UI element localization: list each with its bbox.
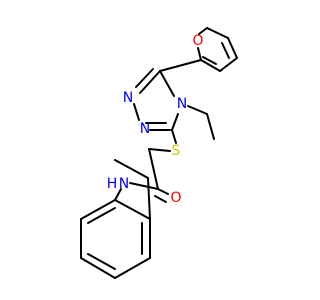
bond-c5-n1 — [139, 70, 161, 94]
bond-ch2-co — [148, 148, 159, 190]
bond-ph-4 — [80, 257, 116, 279]
bond-c-n — [129, 182, 159, 190]
atom-triazole-n2: N — [140, 121, 150, 137]
atom-amide-oxygen: O — [170, 190, 181, 206]
bond-c3-c2 — [219, 57, 238, 72]
bond-n1-n2 — [133, 103, 140, 121]
bond-c5-n1-inner — [135, 68, 154, 88]
atom-triazole-n4: N — [177, 96, 187, 112]
atom-amide-hydrogen: H — [107, 176, 118, 192]
molecule-structure: O N N N S O N H — [80, 27, 238, 279]
atom-furan-oxygen: O — [192, 33, 203, 49]
bond-s-ch2 — [148, 148, 171, 152]
bond-o-c5 — [198, 27, 208, 35]
furan-ring — [197, 27, 238, 72]
bond-ph-1 — [114, 199, 151, 220]
bond-ph-6 — [80, 199, 116, 220]
phenyl-ring — [80, 199, 151, 279]
bond-n4-c5 — [159, 70, 175, 97]
bond-c4-c3 — [227, 37, 238, 59]
bond-c1-o — [197, 47, 202, 61]
bond-n-phenyl — [114, 188, 122, 201]
bond-c3-s — [171, 129, 177, 144]
bond-n4-ethyl — [187, 105, 208, 115]
bond-ph-3 — [114, 257, 151, 279]
bond-c-o-inner — [154, 195, 167, 203]
bond-furan-triazole — [159, 59, 202, 72]
bond-c4-c3-inner — [221, 42, 230, 59]
bond-ph-6-inner — [87, 207, 116, 224]
triazole-ring — [133, 68, 179, 131]
atom-sulfur: S — [172, 143, 181, 159]
bond-ph-4-inner — [87, 253, 116, 270]
bond-ph-ethyl-ch3 — [114, 159, 149, 179]
atom-triazole-n1: N — [123, 90, 133, 106]
bond-c3-n4 — [171, 113, 179, 131]
bond-ethyl-ch3 — [206, 113, 215, 140]
bond-c-o — [157, 188, 169, 195]
bond-c5-c4 — [206, 27, 229, 39]
bond-c2-c1-inner — [202, 56, 217, 65]
bond-ph-ethyl — [147, 177, 151, 220]
atom-amide-nitrogen: N — [119, 176, 129, 192]
bond-c2-c1 — [200, 59, 221, 72]
molecule-canvas: O N N N S O N H — [80, 27, 238, 279]
